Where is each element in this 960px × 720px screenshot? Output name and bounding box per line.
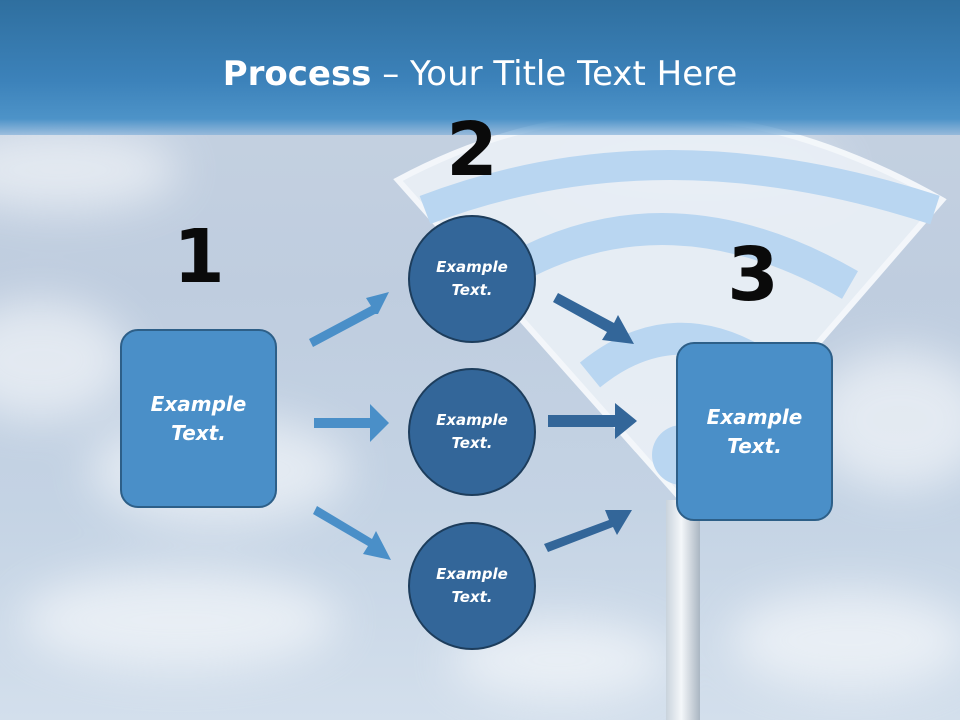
arrow-1-to-middle-icon (314, 404, 389, 442)
title-bold: Process (222, 54, 372, 94)
header-bar (0, 0, 960, 135)
arrow-top-to-3-icon (553, 293, 634, 344)
step-number-1: 1 (173, 214, 225, 300)
slide-title: Process – Your Title Text Here (0, 52, 960, 96)
arrow-1-to-bottom-icon (313, 506, 391, 560)
arrow-1-to-top-icon (309, 292, 389, 347)
arrow-bottom-to-3-icon (544, 510, 632, 552)
title-rest: – Your Title Text Here (371, 54, 738, 94)
step-number-3: 3 (727, 232, 779, 318)
arrow-middle-to-3-icon (548, 403, 637, 439)
step-number-2: 2 (446, 107, 498, 193)
